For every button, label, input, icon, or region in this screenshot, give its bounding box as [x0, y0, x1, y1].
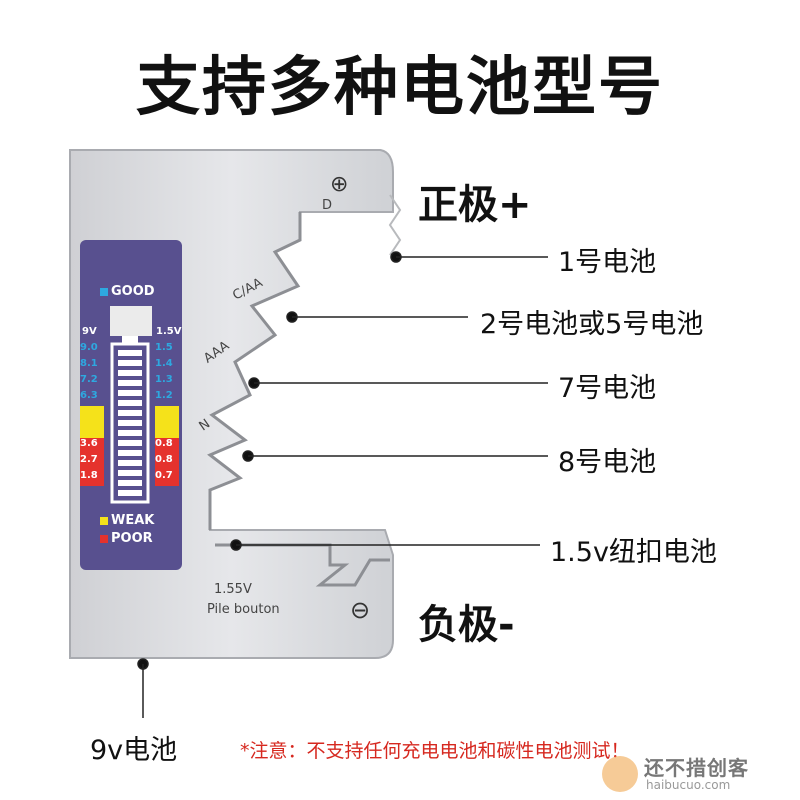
right-scale-item: 0.8 [155, 438, 173, 449]
left-scale-item: 7.2 [80, 374, 98, 385]
weak-label: WEAK [100, 513, 154, 528]
left-weak-block [80, 406, 104, 438]
right-scale-item: 1.3 [155, 374, 173, 385]
battery-meter-icon [110, 336, 150, 504]
right-weak-block [155, 406, 179, 438]
slot-label-d: D [322, 198, 333, 213]
positive-pole-label: 正极+ [418, 182, 532, 228]
button-cell-slot [215, 543, 390, 587]
battery-label-button: 1.5v纽扣电池 [550, 537, 717, 568]
lcd-window [110, 306, 152, 336]
right-scale-item: 1.5 [155, 342, 173, 353]
left-scale-item: 6.3 [80, 390, 98, 401]
left-scale-item: 2.7 [80, 454, 98, 465]
negative-pole-label: 负极- [418, 602, 515, 648]
right-scale: 1.5 1.4 1.3 1.2 0.8 0.8 0.7 [155, 342, 179, 486]
button-cell-label-name: Pile bouton [207, 602, 280, 617]
page-title: 支持多种电池型号 [136, 51, 664, 125]
poor-label: POOR [100, 531, 153, 546]
left-scale-item: 3.6 [80, 438, 98, 449]
right-scale-item: 1.2 [155, 390, 173, 401]
watermark-url: haibucuo.com [646, 778, 731, 792]
plus-symbol: ⊕ [330, 172, 349, 197]
spring-contact [388, 194, 402, 256]
left-header: 9V [82, 326, 97, 337]
left-scale-item: 8.1 [80, 358, 98, 369]
battery-label-d: 1号电池 [558, 247, 657, 278]
right-poor-block: 0.8 0.8 0.7 [155, 438, 179, 486]
button-cell-label-voltage: 1.55V [214, 582, 252, 597]
right-scale-item: 0.8 [155, 454, 173, 465]
watermark-text: 还不措创客 [644, 756, 749, 780]
battery-label-aaa: 7号电池 [558, 373, 657, 404]
right-header: 1.5V [156, 326, 182, 337]
right-scale-item: 0.7 [155, 470, 173, 481]
left-poor-block: 3.6 2.7 1.8 [80, 438, 104, 486]
good-label: GOOD [100, 284, 155, 299]
watermark-logo-icon [602, 756, 638, 792]
left-scale-item: 1.8 [80, 470, 98, 481]
battery-slot-contour [207, 212, 302, 530]
left-scale: 9.0 8.1 7.2 6.3 3.6 2.7 1.8 [80, 342, 104, 486]
minus-symbol: ⊖ [350, 596, 371, 624]
warning-note: *注意：不支持任何充电电池和碳性电池测试！ [240, 740, 630, 762]
battery-label-n: 8号电池 [558, 447, 657, 478]
right-scale-item: 1.4 [155, 358, 173, 369]
battery-label-9v: 9v电池 [90, 735, 178, 766]
battery-label-c-aa: 2号电池或5号电池 [480, 309, 704, 340]
left-scale-item: 9.0 [80, 342, 98, 353]
watermark: 还不措创客 haibucuo.com [602, 754, 792, 794]
